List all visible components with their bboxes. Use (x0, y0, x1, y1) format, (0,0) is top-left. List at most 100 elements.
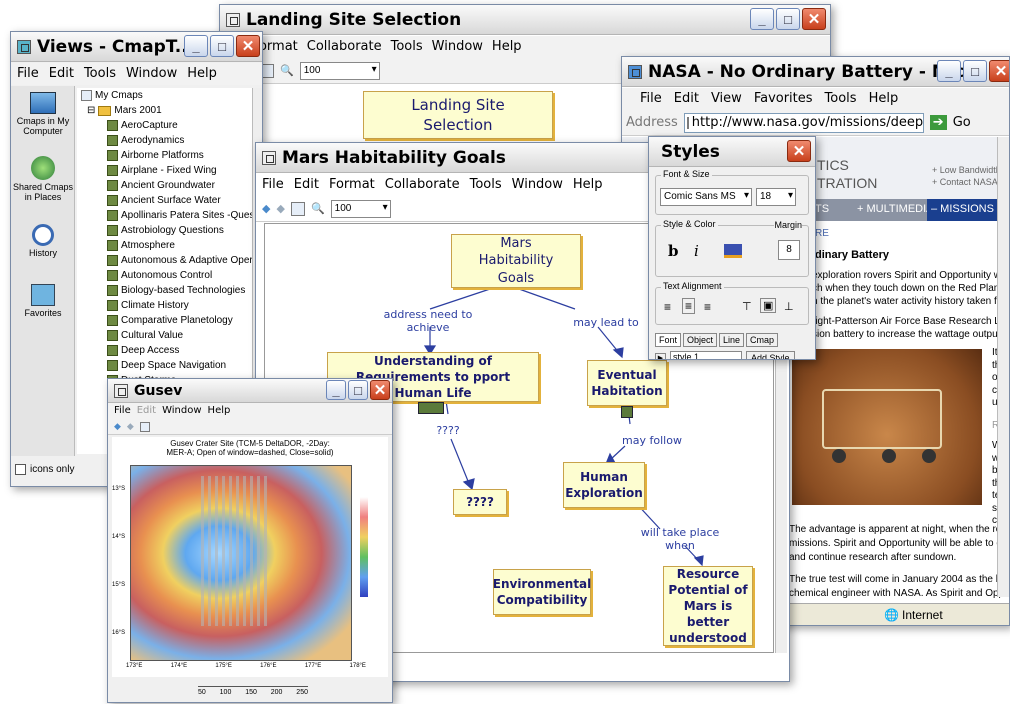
tree-item[interactable]: Aerodynamics (81, 133, 252, 148)
tree-root[interactable]: My Cmaps (81, 88, 252, 103)
valign-bottom-icon[interactable]: ⊥ (784, 301, 794, 313)
align-center-icon[interactable]: ≡ (682, 298, 696, 314)
close-button[interactable]: ✕ (989, 60, 1009, 82)
zoom-select[interactable]: 100 (330, 199, 391, 218)
menu-tools[interactable]: Tools (390, 39, 423, 54)
menu-window[interactable]: Window (125, 66, 178, 81)
size-select[interactable]: 18 (756, 188, 796, 206)
cmaps-in-computer[interactable]: Cmaps in My Computer (11, 92, 75, 136)
nav-multimedia[interactable]: + MULTIMEDIA (857, 203, 934, 215)
close-button[interactable]: ✕ (236, 35, 260, 57)
menu-edit[interactable]: Edit (673, 91, 699, 106)
go-arrow-icon[interactable]: ➔ (929, 115, 947, 130)
zoom-icon[interactable]: 🔍 (310, 203, 325, 215)
menu-help[interactable]: Help (572, 177, 603, 192)
close-button[interactable]: ✕ (802, 8, 826, 30)
color-picker-icon[interactable] (724, 244, 742, 258)
minimize-button[interactable]: _ (326, 380, 346, 400)
menu-help[interactable]: Help (491, 39, 522, 54)
maximize-button[interactable]: □ (776, 8, 800, 30)
menu-collaborate[interactable]: Collaborate (306, 39, 382, 54)
favorites[interactable]: Favorites (11, 284, 75, 318)
address-input[interactable]: http://www.nasa.gov/missions/deepspace/M… (683, 112, 924, 133)
tree-item[interactable]: Apollinaris Patera Sites -Quest (81, 208, 252, 223)
margin-input[interactable]: 8 (778, 240, 800, 260)
node-human-exploration[interactable]: Human Exploration (563, 462, 645, 508)
menu-edit[interactable]: Edit (48, 66, 74, 81)
italic-button[interactable]: i (694, 242, 699, 260)
node-eventual-habitation[interactable]: Eventual Habitation (587, 360, 667, 406)
align-left-icon[interactable]: ≡ (664, 300, 672, 314)
close-button[interactable]: ✕ (787, 140, 811, 162)
menu-collaborate[interactable]: Collaborate (384, 177, 460, 192)
menu-file[interactable]: File (640, 91, 662, 106)
minimize-button[interactable]: _ (937, 60, 961, 82)
menu-file[interactable]: File (114, 405, 131, 416)
views-titlebar[interactable]: Views - CmapT... _ □ ✕ (11, 32, 262, 62)
back-arrow-icon[interactable]: ◆ (114, 421, 121, 431)
resource-icons[interactable] (418, 402, 444, 414)
minimize-button[interactable]: _ (184, 35, 208, 57)
menu-favorites[interactable]: Favorites (753, 91, 813, 106)
node-mars-habitability-goals[interactable]: Mars Habitability Goals (451, 234, 581, 288)
menu-tools[interactable]: Tools (83, 66, 116, 81)
menu-window[interactable]: Window (162, 405, 202, 416)
time-slider[interactable] (198, 679, 308, 687)
new-cmap-icon[interactable] (139, 421, 150, 432)
tree-item[interactable]: Ancient Groundwater (81, 178, 252, 193)
tree-item[interactable]: Airborne Platforms (81, 148, 252, 163)
gusev-crater-map[interactable] (130, 465, 352, 661)
icons-only-option[interactable]: icons only (15, 464, 74, 475)
menu-format[interactable]: Format (251, 39, 298, 54)
forward-arrow-icon[interactable]: ◆ (126, 421, 134, 431)
tree-folder[interactable]: ⊟Mars 2001 (87, 105, 162, 116)
menu-file[interactable]: File (262, 177, 284, 192)
add-style-button[interactable]: Add Style (746, 351, 795, 359)
tree-item[interactable]: Autonomous Control (81, 268, 252, 283)
gusev-titlebar[interactable]: Gusev _ □ ✕ (108, 379, 392, 403)
link-may-follow[interactable]: may follow (622, 434, 682, 447)
node-question[interactable]: ???? (453, 489, 507, 515)
menu-format[interactable]: Format (328, 177, 375, 192)
link-address-need[interactable]: address need to achieve (383, 308, 473, 334)
maximize-button[interactable]: □ (963, 60, 987, 82)
menu-tools[interactable]: Tools (469, 177, 502, 192)
tree-item[interactable]: Deep Access (81, 343, 252, 358)
node-environmental-compatibility[interactable]: Environmental Compatibility (493, 569, 591, 615)
link-may-lead-to[interactable]: may lead to (573, 316, 639, 329)
tree-item[interactable]: Astrobiology Questions (81, 223, 252, 238)
maximize-button[interactable]: □ (210, 35, 234, 57)
back-arrow-icon[interactable]: ◆ (262, 203, 271, 215)
tree-item[interactable]: Autonomous & Adaptive Opera (81, 253, 252, 268)
menu-window[interactable]: Window (431, 39, 483, 54)
new-cmap-icon[interactable] (290, 201, 305, 216)
menu-help[interactable]: Help (187, 66, 217, 81)
menu-help[interactable]: Help (868, 91, 899, 106)
maximize-button[interactable]: □ (348, 380, 368, 400)
icons-only-checkbox[interactable] (15, 464, 26, 475)
menu-view[interactable]: View (710, 91, 742, 106)
tab-cmap[interactable]: Cmap (746, 333, 779, 347)
tree-item[interactable]: Atmosphere (81, 238, 252, 253)
zoom-select[interactable]: 100 (299, 61, 380, 80)
link-question[interactable]: ???? (436, 424, 460, 437)
shared-cmaps[interactable]: Shared Cmaps in Places (11, 156, 75, 202)
menu-tools[interactable]: Tools (824, 91, 857, 106)
tree-item[interactable]: Airplane - Fixed Wing (81, 163, 252, 178)
menu-edit[interactable]: Edit (136, 405, 157, 416)
bold-button[interactable]: b (668, 242, 679, 260)
page-scrollbar[interactable] (997, 137, 1009, 597)
go-button[interactable]: Go (952, 115, 971, 130)
valign-middle-icon[interactable]: ▣ (760, 298, 777, 313)
nasa-titlebar[interactable]: NASA - No Ordinary Battery - Mic... _ □ … (622, 57, 1009, 87)
node-resource-potential[interactable]: Resource Potential of Mars is better und… (663, 566, 753, 646)
nav-missions[interactable]: – MISSIONS (927, 199, 1009, 221)
close-button[interactable]: ✕ (370, 380, 390, 400)
forward-arrow-icon[interactable]: ◆ (276, 203, 285, 215)
tree-item[interactable]: Deep Space Navigation (81, 358, 252, 373)
tree-item[interactable]: Comparative Planetology (81, 313, 252, 328)
tree-item[interactable]: Climate History (81, 298, 252, 313)
tree-item[interactable]: Ancient Surface Water (81, 193, 252, 208)
tree-item[interactable]: AeroCapture (81, 118, 252, 133)
tab-object[interactable]: Object (683, 333, 718, 347)
